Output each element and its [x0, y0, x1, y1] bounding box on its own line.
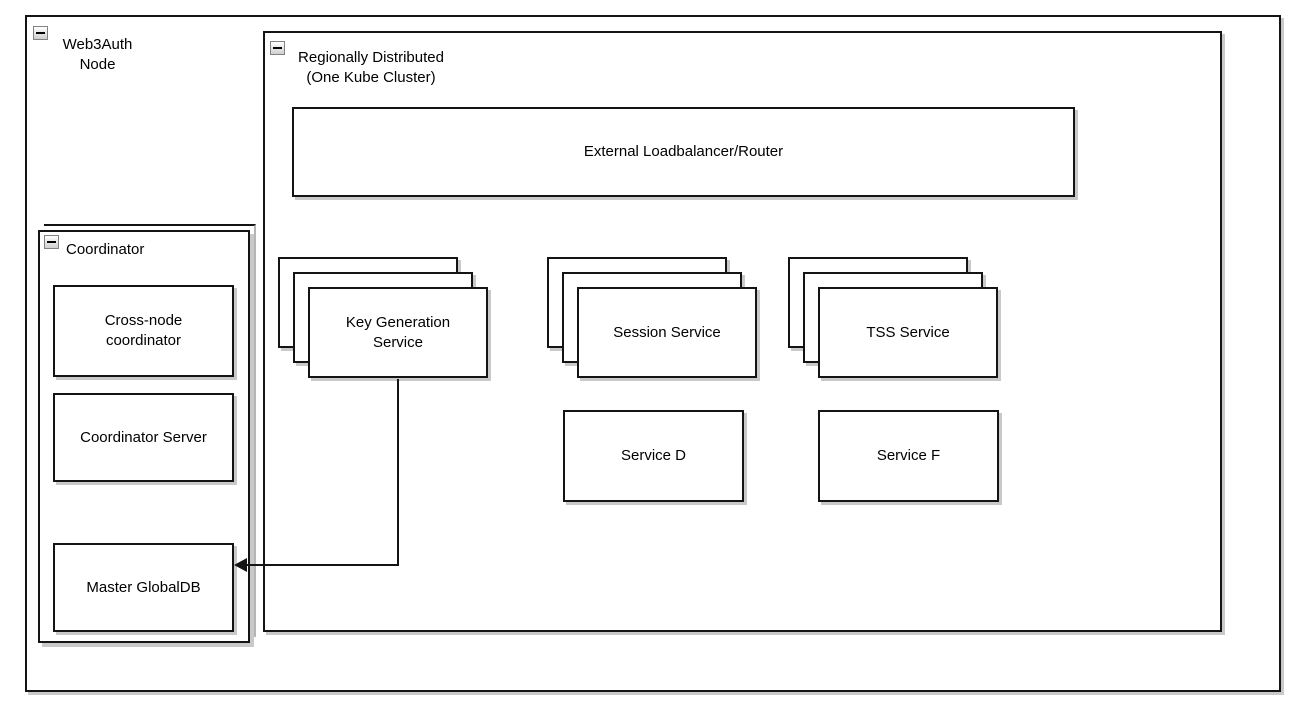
box-coordinator-server[interactable]: Coordinator Server — [53, 393, 234, 482]
box-label: Service D — [620, 447, 687, 464]
box-label: Service F — [876, 447, 941, 464]
container-regionally-distributed[interactable] — [263, 31, 1222, 632]
box-label: Key Generation Service — [345, 313, 451, 351]
box-label: Master GlobalDB — [86, 578, 201, 596]
box-label: External Loadbalancer/Router — [583, 143, 784, 160]
collapse-icon[interactable] — [44, 235, 59, 249]
minus-icon — [36, 32, 45, 34]
coordinator-back-edge — [44, 224, 256, 637]
box-label: Session Service — [613, 323, 721, 341]
box-label: Cross-node coordinator — [104, 312, 183, 349]
collapse-icon[interactable] — [33, 26, 48, 40]
box-cross-node-coordinator[interactable]: Cross-node coordinator — [53, 285, 234, 377]
web3auth-node-label: Web3Auth Node — [62, 36, 133, 73]
regionally-distributed-label: Regionally Distributed (One Kube Cluster… — [298, 49, 444, 86]
container-web3auth-node[interactable] — [25, 15, 1281, 692]
box-service-d[interactable]: Service D — [563, 410, 744, 502]
stack-session-service[interactable]: Session Service — [577, 287, 757, 378]
minus-icon — [273, 47, 282, 49]
box-label: Coordinator Server — [80, 428, 207, 446]
collapse-icon[interactable] — [270, 41, 285, 55]
box-master-globaldb[interactable]: Master GlobalDB — [53, 543, 234, 632]
arrowhead-left-icon — [234, 558, 247, 572]
coordinator-label: Coordinator — [66, 241, 145, 258]
box-label: TSS Service — [866, 323, 950, 341]
stack-tss-service[interactable]: TSS Service — [818, 287, 998, 378]
arrow-vertical-segment — [397, 379, 399, 566]
arrow-horizontal-segment — [246, 564, 399, 566]
box-service-f[interactable]: Service F — [818, 410, 999, 502]
minus-icon — [47, 241, 56, 243]
stack-key-generation-service[interactable]: Key Generation Service — [308, 287, 488, 378]
box-external-loadbalancer[interactable]: External Loadbalancer/Router — [292, 107, 1075, 197]
